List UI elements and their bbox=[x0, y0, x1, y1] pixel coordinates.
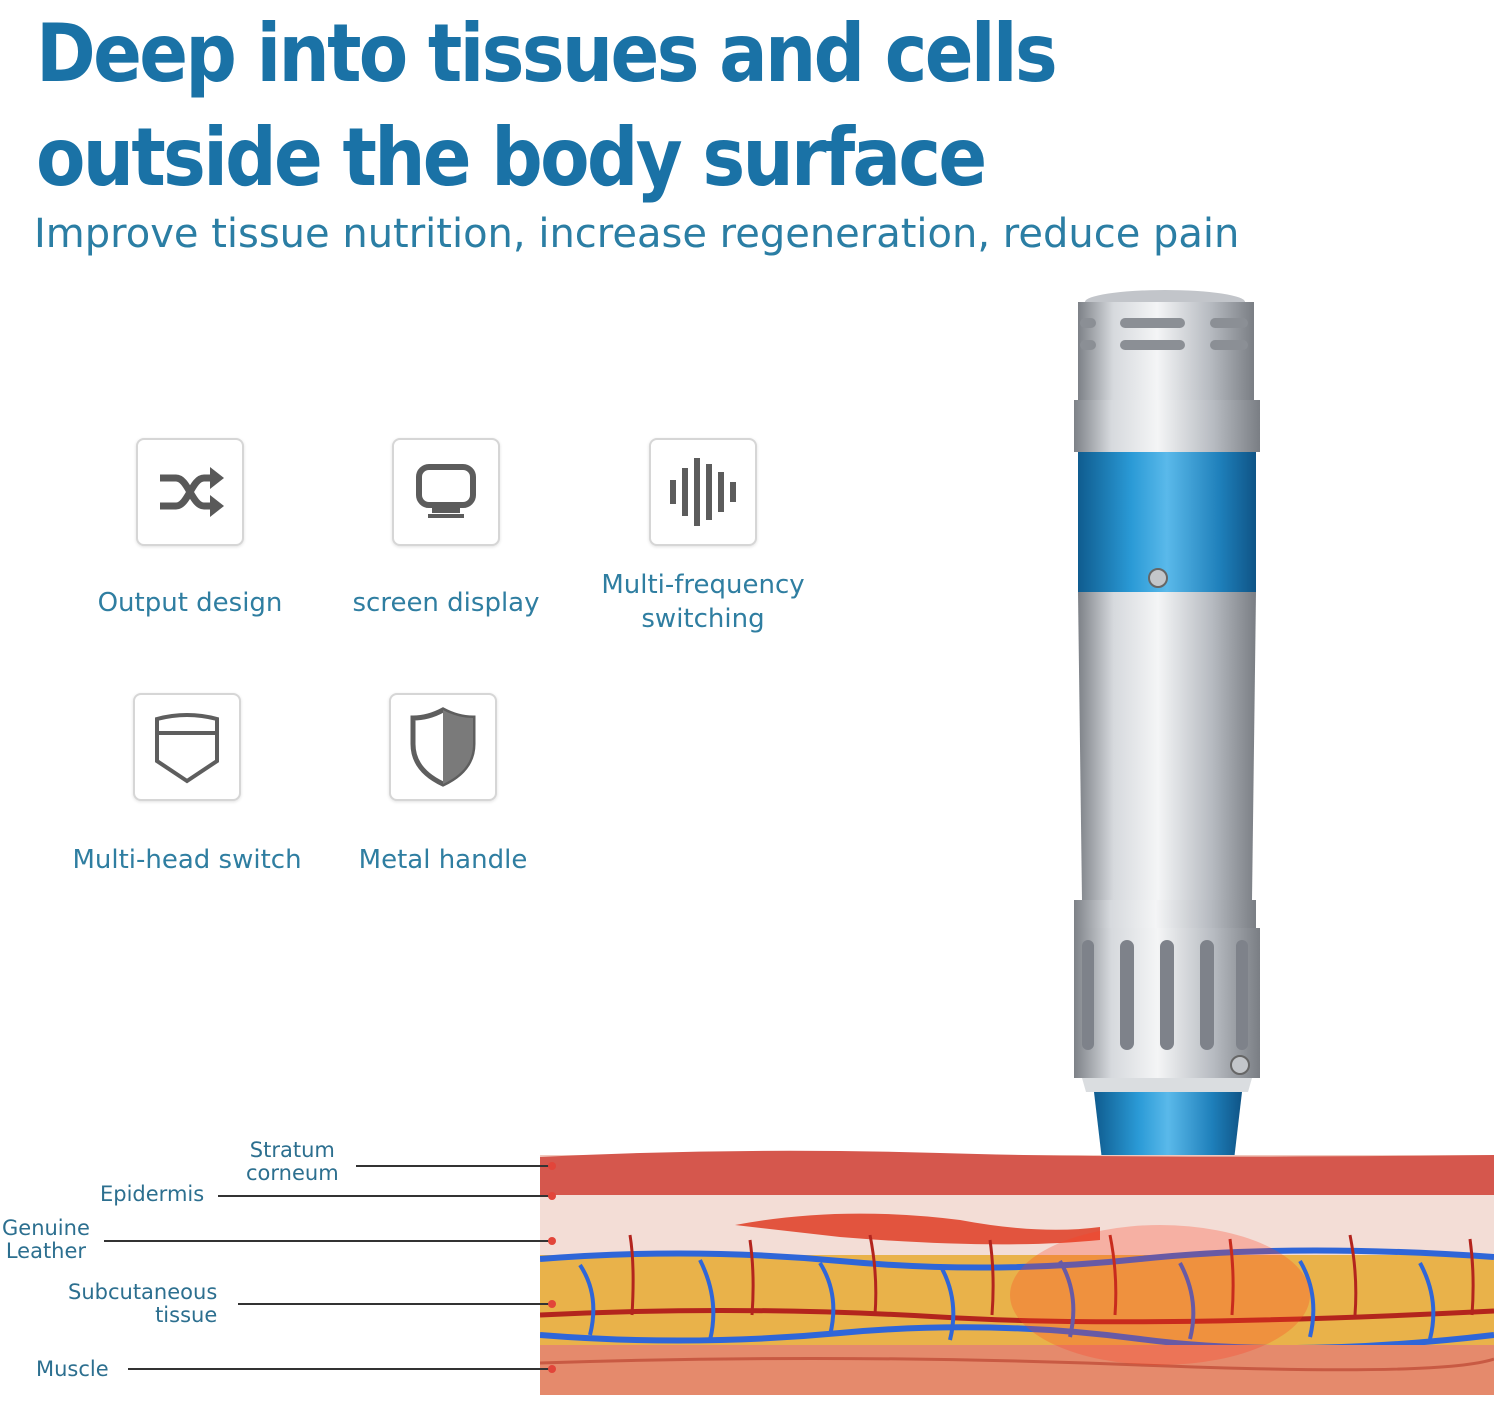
leader-line bbox=[218, 1192, 556, 1200]
page-title: Deep into tissues and cells outside the … bbox=[36, 7, 1058, 204]
feature-label: Output design bbox=[97, 588, 283, 618]
leader-line bbox=[128, 1365, 556, 1373]
feature-metal-handle: Metal handle bbox=[323, 693, 563, 877]
sound-wave-icon bbox=[670, 458, 736, 526]
feature-label: Multi-frequency switching bbox=[601, 570, 805, 634]
leader-line bbox=[104, 1237, 556, 1245]
feature-label: Multi-head switch bbox=[72, 845, 302, 875]
shockwave-device-image bbox=[1074, 290, 1260, 1170]
page-subtitle: Improve tissue nutrition, increase regen… bbox=[34, 211, 1240, 257]
icon-tile bbox=[649, 438, 757, 546]
head-outline-icon bbox=[155, 713, 219, 784]
leader-line bbox=[238, 1300, 556, 1308]
icon-tile bbox=[133, 693, 241, 801]
feature-multi-head-switch: Multi-head switch bbox=[67, 693, 307, 877]
leader-line bbox=[356, 1162, 556, 1170]
layer-label-stratum-corneum: Stratum corneum bbox=[246, 1138, 339, 1185]
skin-layers-illustration bbox=[540, 1150, 1494, 1395]
feature-label: screen display bbox=[352, 588, 540, 618]
shield-icon bbox=[410, 707, 476, 787]
shuffle-icon bbox=[160, 467, 224, 517]
icon-tile bbox=[389, 693, 497, 801]
feature-screen-display: screen display bbox=[326, 438, 566, 620]
layer-label-muscle: Muscle bbox=[36, 1357, 109, 1381]
icon-tile bbox=[392, 438, 500, 546]
monitor-icon bbox=[416, 464, 476, 518]
layer-label-genuine-leather: Genuine Leather bbox=[2, 1216, 90, 1263]
feature-output-design: Output design bbox=[70, 438, 310, 620]
leader-dot bbox=[548, 1162, 556, 1170]
icon-tile bbox=[136, 438, 244, 546]
layer-label-subcutaneous-tissue: Subcutaneous tissue bbox=[68, 1280, 218, 1327]
feature-label: Metal handle bbox=[358, 845, 528, 875]
layer-label-epidermis: Epidermis bbox=[100, 1182, 205, 1206]
leader-dot bbox=[548, 1237, 556, 1245]
leader-dot bbox=[548, 1300, 556, 1308]
leader-dot bbox=[548, 1365, 556, 1373]
feature-multi-frequency: Multi-frequency switching bbox=[583, 438, 823, 636]
leader-dot bbox=[548, 1192, 556, 1200]
